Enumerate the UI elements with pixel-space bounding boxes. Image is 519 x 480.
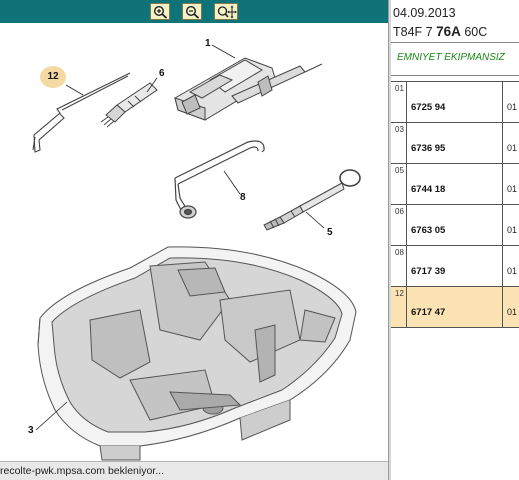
row-index: 08 xyxy=(395,248,404,257)
section-title: EMNIYET EKIPMANSIZ xyxy=(397,52,505,63)
part-quantity: 01 xyxy=(507,184,518,194)
exploded-parts-diagram xyxy=(32,44,361,461)
callout-line-6 xyxy=(146,77,158,93)
status-text: recolte-pwk.mpsa.com bekleniyor... xyxy=(0,465,164,477)
row-index-cell: 03 xyxy=(391,122,407,164)
callout-line-12 xyxy=(65,84,84,96)
pane-splitter[interactable] xyxy=(388,0,391,480)
part-6-tool-drawing[interactable] xyxy=(100,82,158,128)
quantity-cell: 01 xyxy=(502,286,519,328)
callout-label-3[interactable]: 3 xyxy=(28,425,34,436)
callout-line-3 xyxy=(35,401,68,431)
quantity-cell: 01 xyxy=(502,81,519,123)
row-index-cell: 12 xyxy=(391,286,407,328)
part-reference: 6744 18 xyxy=(411,184,446,195)
section-banner: EMNIYET EKIPMANSIZ xyxy=(391,42,519,76)
part-reference-cell[interactable]: 6725 94 xyxy=(406,81,503,123)
part-reference-cell[interactable]: 6736 95 xyxy=(406,122,503,164)
callout-line-1 xyxy=(211,44,236,59)
quantity-cell: 01 xyxy=(502,204,519,246)
part-quantity: 01 xyxy=(507,266,518,276)
quantity-cell: 01 xyxy=(502,163,519,205)
part-quantity: 01 xyxy=(507,307,518,317)
parts-table: 01 6725 94 01 03 6736 95 01 05 6744 18 0… xyxy=(391,81,519,328)
part-reference-cell[interactable]: 6763 05 xyxy=(406,204,503,246)
document-code: T84F 7 76A 60C xyxy=(393,24,487,39)
table-row[interactable]: 12 6717 47 01 xyxy=(391,286,519,328)
pan-button[interactable] xyxy=(214,3,238,20)
row-index-cell: 05 xyxy=(391,163,407,205)
table-row[interactable]: 01 6725 94 01 xyxy=(391,81,519,123)
zoom-toolbar xyxy=(0,0,388,23)
row-index: 03 xyxy=(395,125,404,134)
document-code-bold: 76A xyxy=(436,24,461,39)
part-1-jack-drawing[interactable] xyxy=(174,57,323,121)
document-date: 04.09.2013 xyxy=(393,6,456,20)
table-row[interactable]: 08 6717 39 01 xyxy=(391,245,519,287)
callout-line-5 xyxy=(305,211,325,229)
quantity-cell: 01 xyxy=(502,245,519,287)
document-code-suffix: 60C xyxy=(464,25,488,39)
callout-label-5[interactable]: 5 xyxy=(327,227,333,238)
part-reference-cell[interactable]: 6717 47 xyxy=(406,286,503,328)
callout-line-8 xyxy=(223,170,241,195)
part-reference-cell[interactable]: 6717 39 xyxy=(406,245,503,287)
part-reference: 6717 47 xyxy=(411,307,446,318)
zoom-out-button[interactable] xyxy=(182,3,202,20)
parts-list-pane: 04.09.2013 T84F 7 76A 60C EMNIYET EKIPMA… xyxy=(391,0,519,480)
pan-icon xyxy=(217,5,237,19)
row-index-cell: 01 xyxy=(391,81,407,123)
row-index: 01 xyxy=(395,84,404,93)
row-index-cell: 08 xyxy=(391,245,407,287)
table-row[interactable]: 06 6763 05 01 xyxy=(391,204,519,246)
part-reference: 6717 39 xyxy=(411,266,446,277)
part-reference-cell[interactable]: 6744 18 xyxy=(406,163,503,205)
part-reference: 6725 94 xyxy=(411,102,446,113)
row-index: 06 xyxy=(395,207,404,216)
status-bar: recolte-pwk.mpsa.com bekleniyor... xyxy=(0,461,388,480)
part-quantity: 01 xyxy=(507,225,518,235)
zoom-in-button[interactable] xyxy=(150,3,170,20)
part-8-wrench-drawing[interactable] xyxy=(174,140,265,219)
callout-label-12[interactable]: 12 xyxy=(40,66,66,88)
part-reference: 6736 95 xyxy=(411,143,446,154)
callout-label-6[interactable]: 6 xyxy=(159,68,165,79)
part-5-towing-eye-drawing[interactable] xyxy=(263,169,361,231)
row-index-cell: 06 xyxy=(391,204,407,246)
zoom-out-icon xyxy=(185,5,200,19)
diagram-pane: 12 1 6 8 5 3 recolte-pwk.mpsa.com beklen… xyxy=(0,0,388,480)
row-index: 05 xyxy=(395,166,404,175)
quantity-cell: 01 xyxy=(502,122,519,164)
document-code-prefix: T84F 7 xyxy=(393,25,433,39)
part-12-wheel-brace-drawing[interactable] xyxy=(32,72,131,153)
part-3-tray-drawing[interactable] xyxy=(37,246,357,461)
row-index: 12 xyxy=(395,289,404,298)
part-quantity: 01 xyxy=(507,143,518,153)
table-row[interactable]: 05 6744 18 01 xyxy=(391,163,519,205)
zoom-in-icon xyxy=(153,5,168,19)
part-reference: 6763 05 xyxy=(411,225,446,236)
part-quantity: 01 xyxy=(507,102,518,112)
callout-label-8[interactable]: 8 xyxy=(240,192,246,203)
callout-label-1[interactable]: 1 xyxy=(205,38,211,49)
table-row[interactable]: 03 6736 95 01 xyxy=(391,122,519,164)
